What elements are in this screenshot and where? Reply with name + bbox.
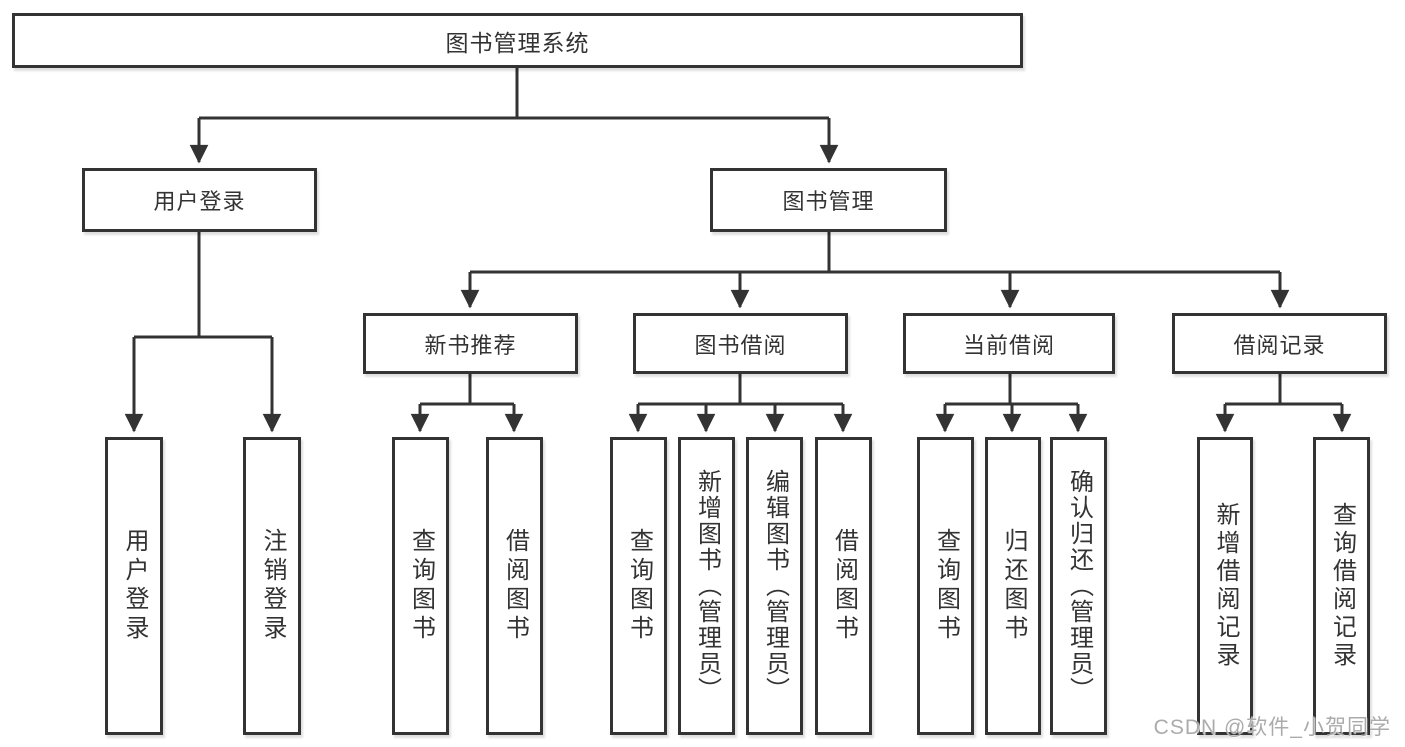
leaf-cb-confirm-return-admin: 确认归还（管理员） (1050, 437, 1107, 735)
leaf-rec-borrow-book: 借阅图书 (486, 437, 543, 735)
node-library-management-system: 图书管理系统 (12, 13, 1023, 68)
node-book-borrowing: 图书借阅 (633, 313, 848, 374)
leaf-cb-query-book: 查询图书 (917, 437, 974, 735)
node-user-login: 用户登录 (82, 168, 317, 232)
node-book-management: 图书管理 (710, 168, 947, 232)
leaf-cb-return-book: 归还图书 (985, 437, 1041, 735)
leaf-rec-query-book: 查询图书 (392, 437, 449, 735)
leaf-bb-edit-book-admin: 编辑图书（管理员） (746, 437, 803, 735)
leaf-logout: 注销登录 (243, 437, 301, 735)
node-new-book-recommendation: 新书推荐 (363, 313, 578, 374)
leaf-bb-query-book: 查询图书 (610, 437, 667, 735)
leaf-bb-borrow-book: 借阅图书 (815, 437, 872, 735)
leaf-br-query-record: 查询借阅记录 (1313, 437, 1370, 735)
node-current-borrowing: 当前借阅 (903, 313, 1115, 374)
leaf-br-add-record: 新增借阅记录 (1197, 437, 1253, 735)
node-borrowing-record: 借阅记录 (1172, 313, 1387, 374)
leaf-user-login: 用户登录 (105, 437, 163, 735)
leaf-bb-add-book-admin: 新增图书（管理员） (678, 437, 735, 735)
